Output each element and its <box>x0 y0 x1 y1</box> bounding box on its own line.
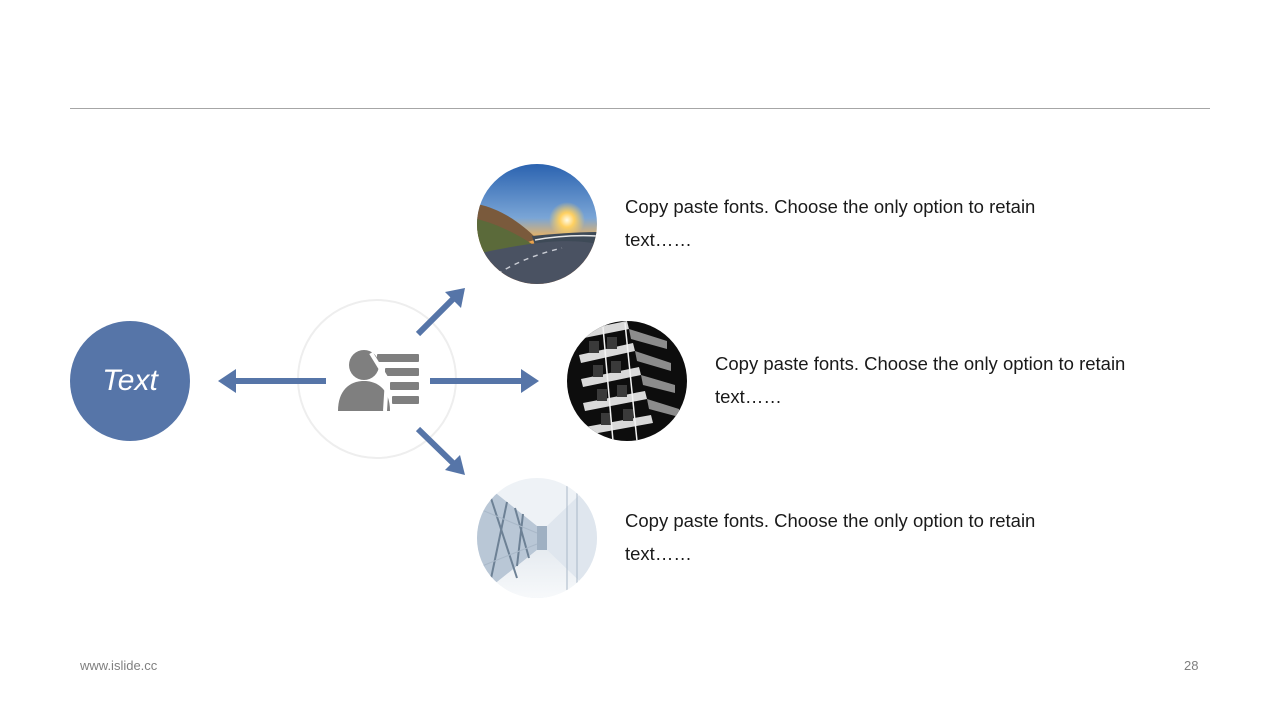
page-number: 28 <box>1184 658 1199 673</box>
photo-building-facade <box>567 321 687 441</box>
description-text-1: Copy paste fonts. Choose the only option… <box>625 196 1036 250</box>
description-text-2: Copy paste fonts. Choose the only option… <box>715 353 1126 407</box>
text-node-label: Text <box>102 364 158 397</box>
photo-sunset-road <box>477 164 597 284</box>
arrow-up-right-head <box>445 288 465 308</box>
text-node-circle: Text <box>70 321 190 441</box>
arrow-right-head <box>521 369 539 393</box>
footer-website: www.islide.cc <box>80 658 158 673</box>
arrow-down-right <box>415 426 457 467</box>
arrow-up-right <box>415 295 457 337</box>
description-text-3: Copy paste fonts. Choose the only option… <box>625 510 1036 564</box>
arrow-left-head <box>218 369 236 393</box>
title-divider <box>70 108 1210 109</box>
contact-card-icon <box>338 350 419 412</box>
arrow-down-right-head <box>445 455 465 475</box>
photo-glass-corridor <box>477 478 597 598</box>
